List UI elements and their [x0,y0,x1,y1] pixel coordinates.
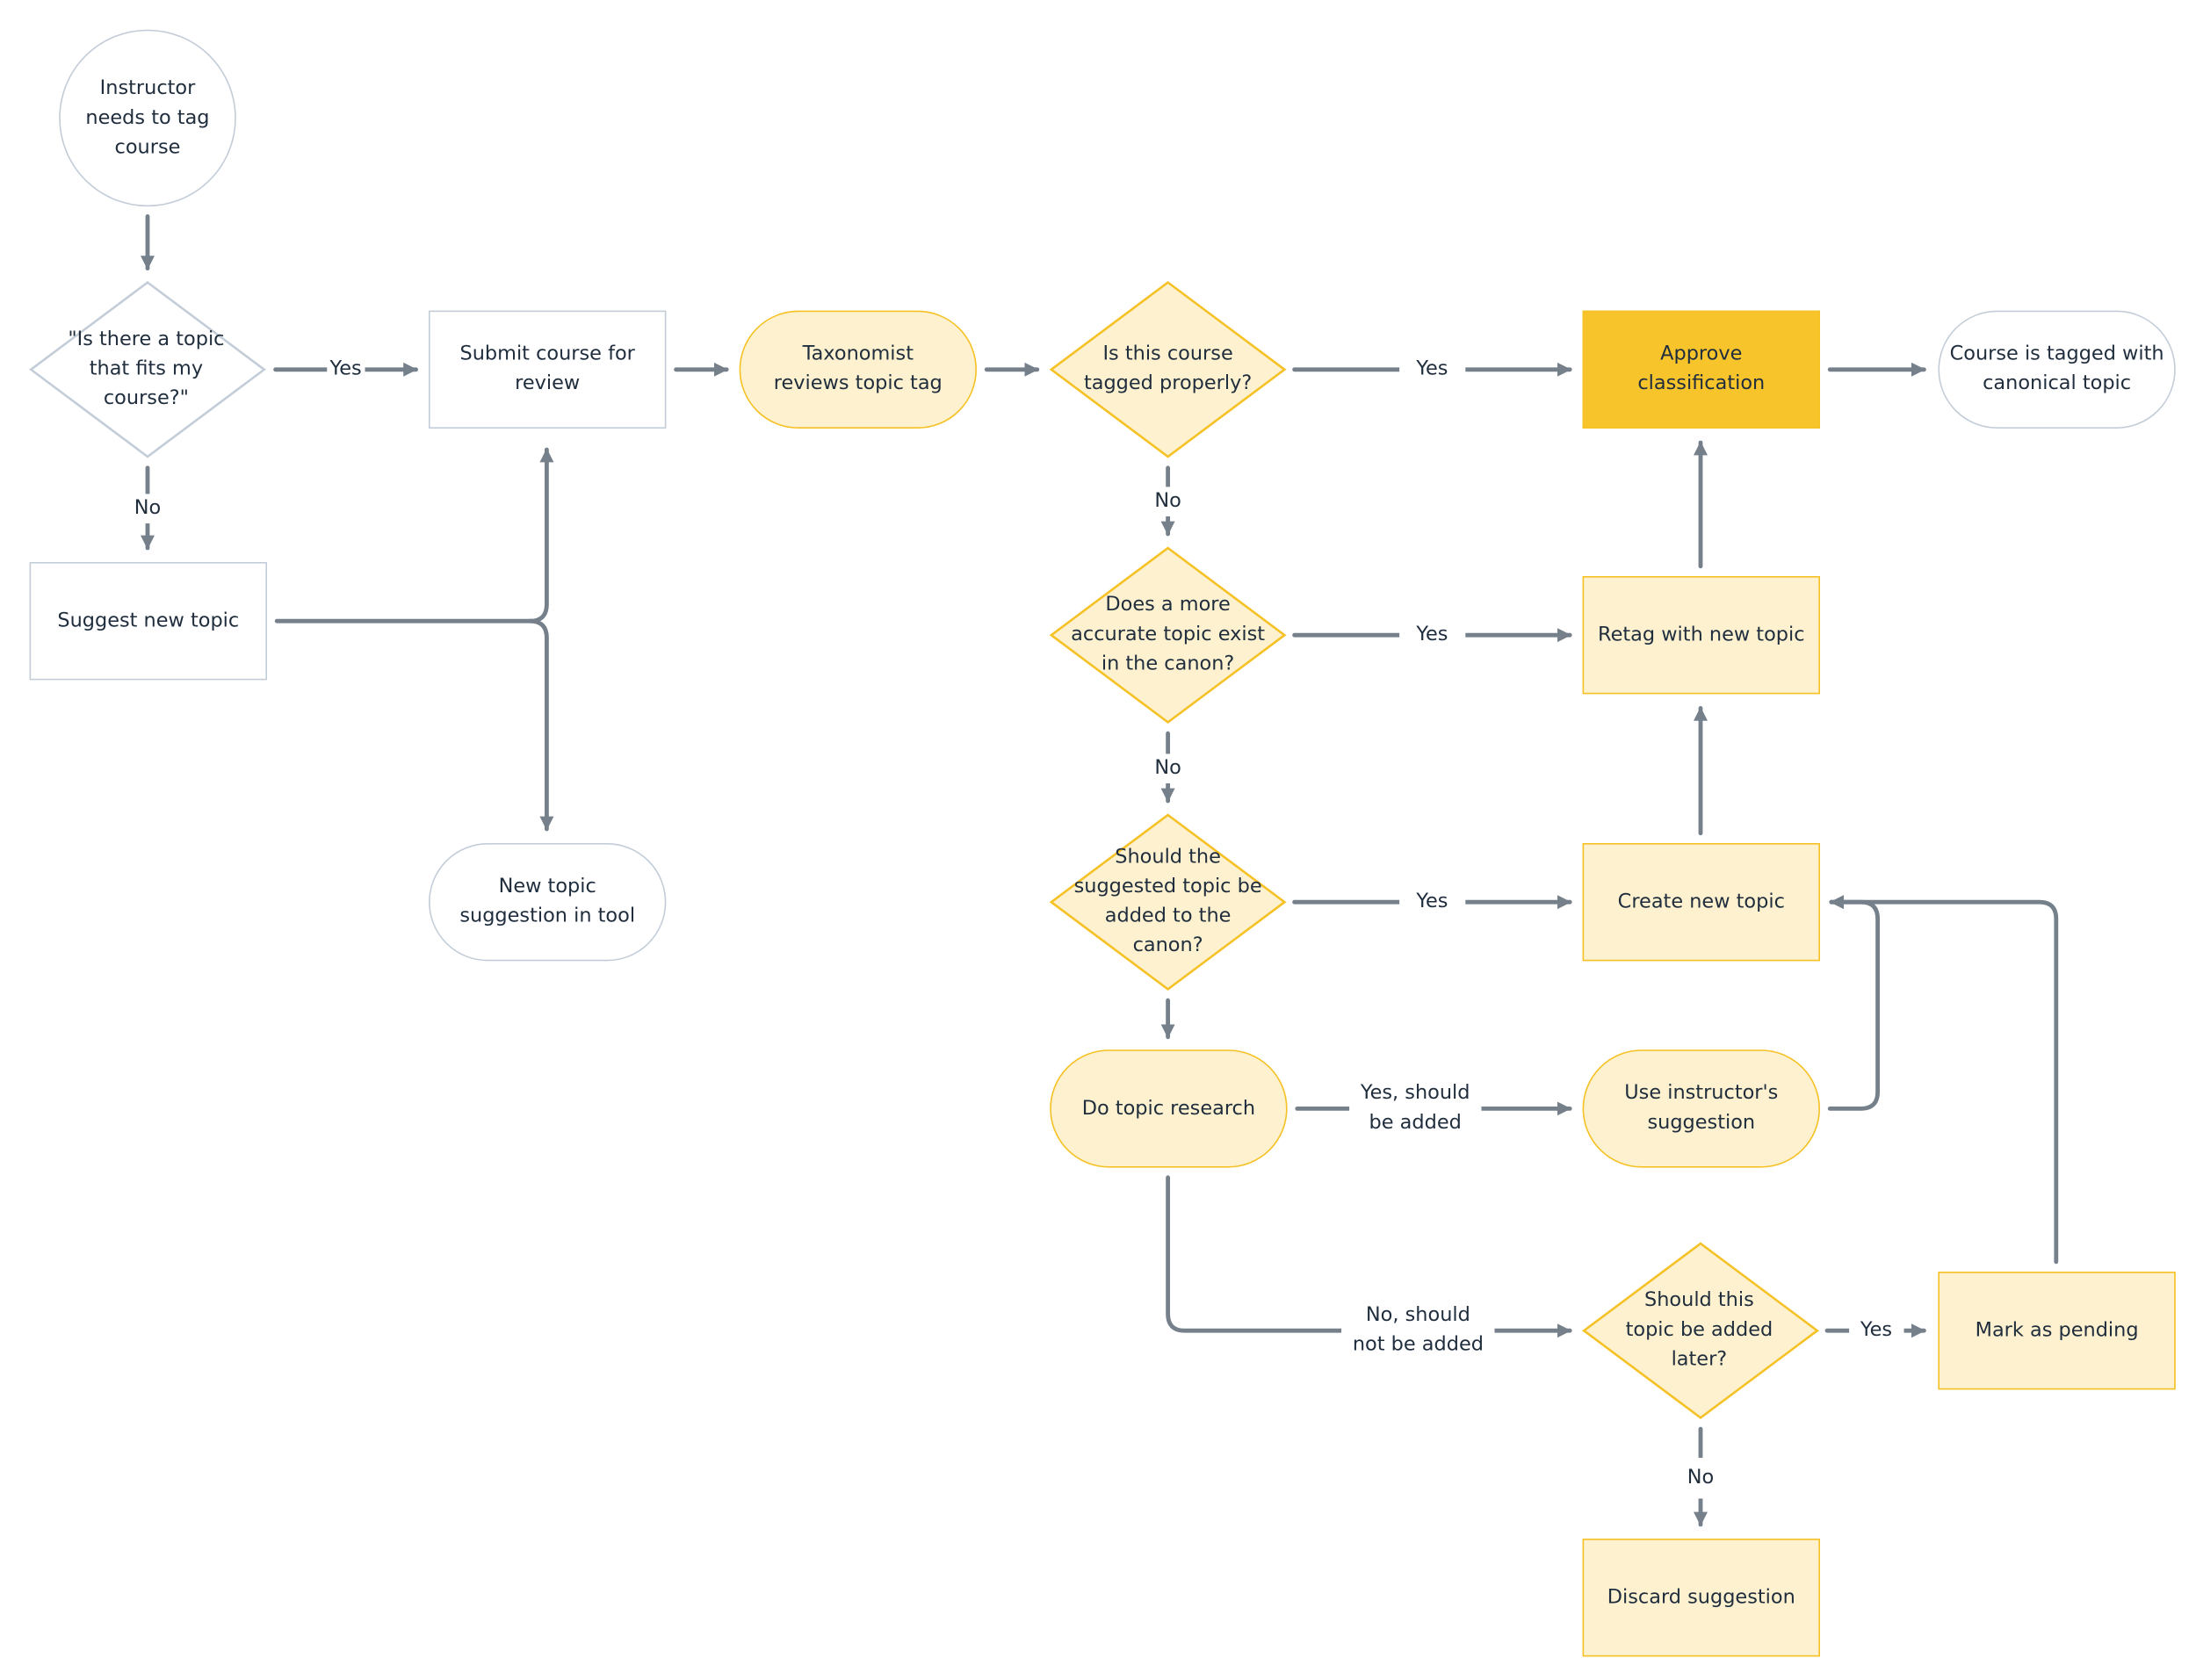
use-suggestion-node: Use instructor's suggestion [1582,1049,1820,1168]
edge-label-yes-approve: Yes [1399,355,1465,385]
decision-tagged-properly-label: Is this course tagged properly? [1083,342,1253,395]
use-suggestion-label: Use instructor's suggestion [1624,1082,1779,1135]
edge-label-yes-pending: Yes [1849,1316,1903,1345]
end-tagged-node: Course is tagged with canonical topic [1938,310,2176,429]
edge-label-no-should-not-be-added: No, should not be added [1341,1301,1495,1360]
edge-label-yes-retag: Yes [1399,620,1465,650]
edge-label-yes-submit: Yes [327,355,365,385]
discard-label: Discard suggestion [1607,1585,1795,1609]
mark-pending-node: Mark as pending [1938,1272,2176,1390]
new-suggestion-tool-label: New topic suggestion in tool [459,875,636,927]
retag-label: Retag with new topic [1598,623,1805,646]
approve-classification-label: Approve classification [1637,342,1766,395]
edge-label-yes-create: Yes [1399,887,1465,917]
suggest-new-topic-node: Suggest new topic [29,562,267,681]
connector-suggest-to-branch [274,447,554,624]
suggest-new-topic-label: Suggest new topic [57,609,240,632]
decision-add-later-shape [1582,1242,1819,1419]
submit-review-label: Submit course for review [459,342,635,395]
decision-topic-fits-label: "Is there a topic that fits my course?" [68,328,225,410]
decision-tagged-properly-shape [1049,281,1287,458]
taxonomist-reviews-label: Taxonomist reviews topic tag [773,342,943,395]
create-topic-label: Create new topic [1617,890,1785,913]
create-topic-node: Create new topic [1582,843,1820,962]
edge-label-no-discard: No [1684,1458,1717,1499]
end-tagged-label: Course is tagged with canonical topic [1949,342,2164,395]
edge-label-no-suggest: No [131,494,164,523]
mark-pending-label: Mark as pending [1975,1318,2139,1342]
edge-label-no-should-add: No [1152,753,1185,783]
connector-research-no-to-later [1166,1175,1572,1338]
connector-branch-to-new-suggestion [527,618,554,832]
decision-should-add-label: Should the suggested topic be added to t… [1073,846,1262,957]
decision-more-accurate-label: Does a more accurate topic exist in the … [1071,594,1266,675]
edge-label-no-more-accurate: No [1152,487,1185,516]
start-node-label: Instructor needs to tag course [85,76,210,158]
taxonomist-reviews-node: Taxonomist reviews topic tag [739,310,977,429]
decision-add-later-label: Should this topic be added later? [1625,1289,1773,1371]
decision-topic-fits-shape [29,281,266,458]
research-node: Do topic research [1050,1049,1288,1168]
connector-suggestion-to-create [1827,895,1881,1111]
discard-node: Discard suggestion [1582,1539,1820,1657]
new-suggestion-tool-node: New topic suggestion in tool [429,843,667,962]
decision-should-add-shape [1049,813,1287,991]
approve-classification-node: Approve classification [1582,310,1820,429]
edge-label-yes-should-be-added: Yes, should be added [1349,1078,1482,1138]
connector-pending-to-create [1829,895,2059,1265]
retag-node: Retag with new topic [1582,576,1820,695]
start-node: Instructor needs to tag course [59,29,236,207]
research-label: Do topic research [1081,1096,1256,1120]
submit-review-node: Submit course for review [429,310,667,429]
decision-more-accurate-shape [1049,546,1287,724]
